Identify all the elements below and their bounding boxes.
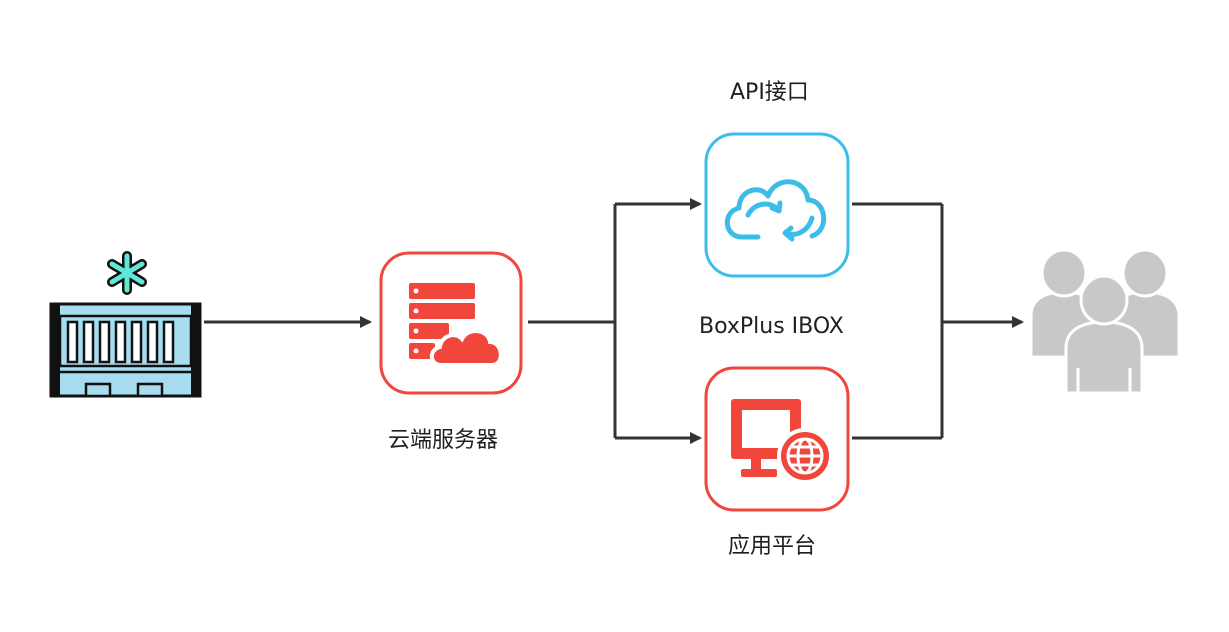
cloud-server-node[interactable] [379,251,523,395]
cloud-sync-icon [724,179,827,242]
api-node[interactable] [704,132,850,278]
app-platform-node[interactable] [704,366,850,512]
cloud-server-label: 云端服务器 [388,428,499,453]
app-platform-label: 应用平台 [728,534,817,559]
boxplus-ibox-label: BoxPlus IBOX [699,314,844,339]
api-label: API接口 [730,80,809,105]
monitor-globe-icon [731,399,833,484]
server-cloud-icon [409,283,503,367]
connectors [204,198,1024,444]
user-front-icon [1064,274,1144,395]
refrigerated-container-icon [49,251,202,398]
snowflake-icon [107,251,147,295]
user-group-icon [1029,248,1181,395]
